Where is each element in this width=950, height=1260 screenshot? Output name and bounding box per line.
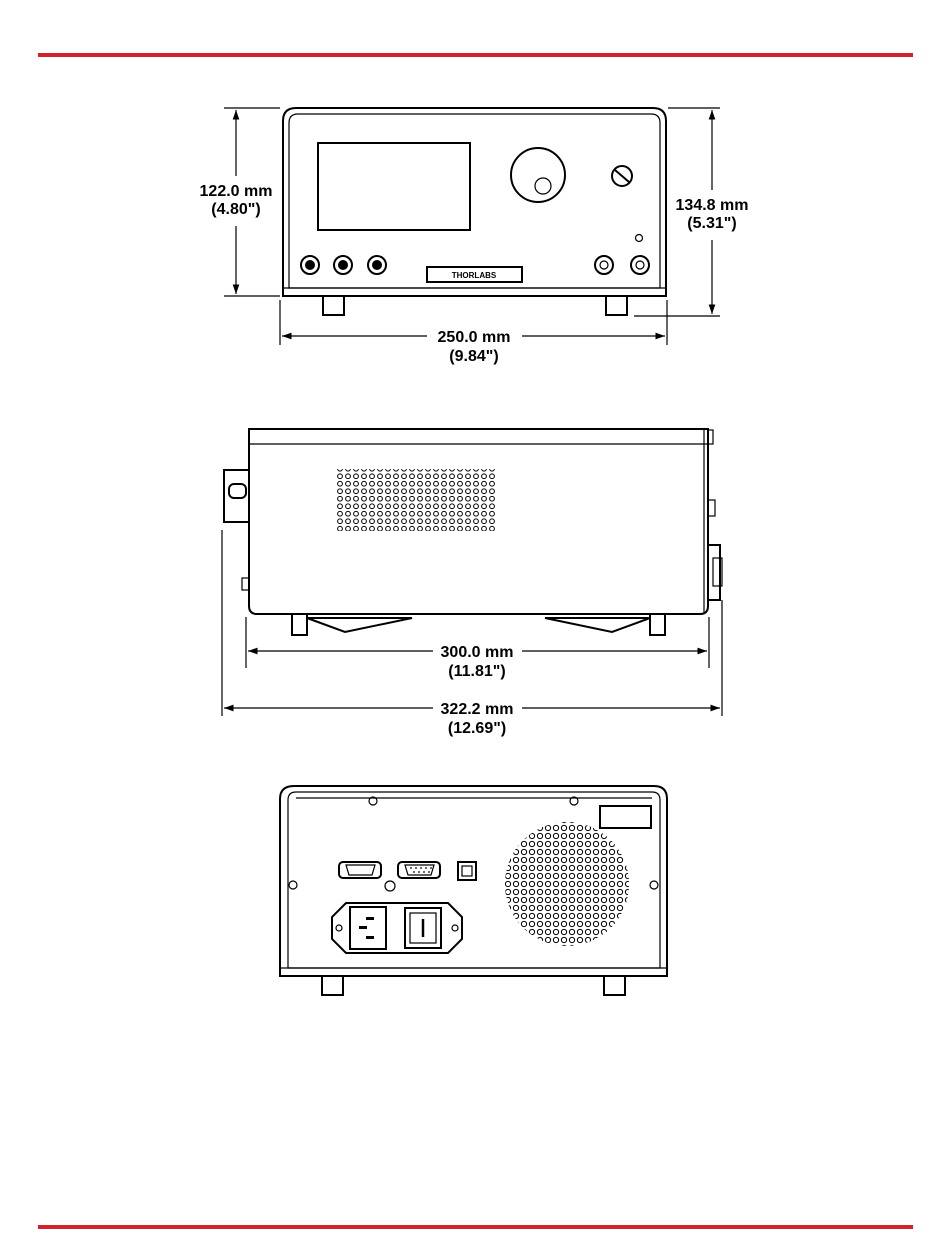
serial-label bbox=[600, 806, 651, 828]
foot bbox=[292, 614, 307, 635]
front-view: THORLABS 122.0 mm (4.80") 134.8 mm (5.31… bbox=[200, 108, 749, 365]
front-connector bbox=[595, 256, 613, 274]
tilt-stand bbox=[545, 618, 650, 632]
dim-depth-total-in: (12.69") bbox=[448, 720, 506, 737]
screw bbox=[289, 881, 297, 889]
db9-connector bbox=[398, 862, 440, 878]
foot bbox=[323, 296, 344, 315]
rear-view bbox=[280, 786, 667, 995]
front-connector bbox=[334, 256, 352, 274]
dim-width-mm: 250.0 mm bbox=[438, 329, 511, 346]
vent-grid bbox=[337, 469, 497, 531]
fan-grille bbox=[500, 818, 634, 952]
dim-front-height-mm: 122.0 mm bbox=[200, 183, 273, 200]
logo-text: THORLABS bbox=[452, 271, 497, 280]
dim-depth-total-mm: 322.2 mm bbox=[441, 701, 514, 718]
dim-total-height-in: (5.31") bbox=[687, 215, 736, 232]
knob-profile bbox=[229, 484, 246, 498]
indicator-led bbox=[636, 235, 643, 242]
display-screen bbox=[318, 143, 470, 230]
screw bbox=[650, 881, 658, 889]
side-view: 300.0 mm (11.81") 322.2 mm (12.69") bbox=[222, 429, 722, 737]
power-button bbox=[631, 256, 649, 274]
dim-front-height-in: (4.80") bbox=[211, 201, 260, 218]
usb-port bbox=[458, 862, 476, 880]
control-knob bbox=[511, 148, 565, 202]
power-entry-module bbox=[332, 903, 462, 953]
db-connector-female bbox=[339, 862, 381, 878]
tilt-stand bbox=[307, 618, 412, 632]
dim-total-height-mm: 134.8 mm bbox=[676, 197, 749, 214]
dim-depth-body-in: (11.81") bbox=[448, 663, 505, 680]
dim-width-in: (9.84") bbox=[449, 348, 498, 365]
key-switch bbox=[612, 166, 632, 186]
foot bbox=[604, 976, 625, 995]
front-connector bbox=[301, 256, 319, 274]
ac-inlet bbox=[350, 907, 386, 949]
front-connector bbox=[368, 256, 386, 274]
foot bbox=[322, 976, 343, 995]
foot bbox=[650, 614, 665, 635]
dim-depth-body-mm: 300.0 mm bbox=[441, 644, 514, 661]
ground-post bbox=[385, 881, 395, 891]
foot bbox=[606, 296, 627, 315]
rear-connector-profile bbox=[708, 545, 720, 600]
